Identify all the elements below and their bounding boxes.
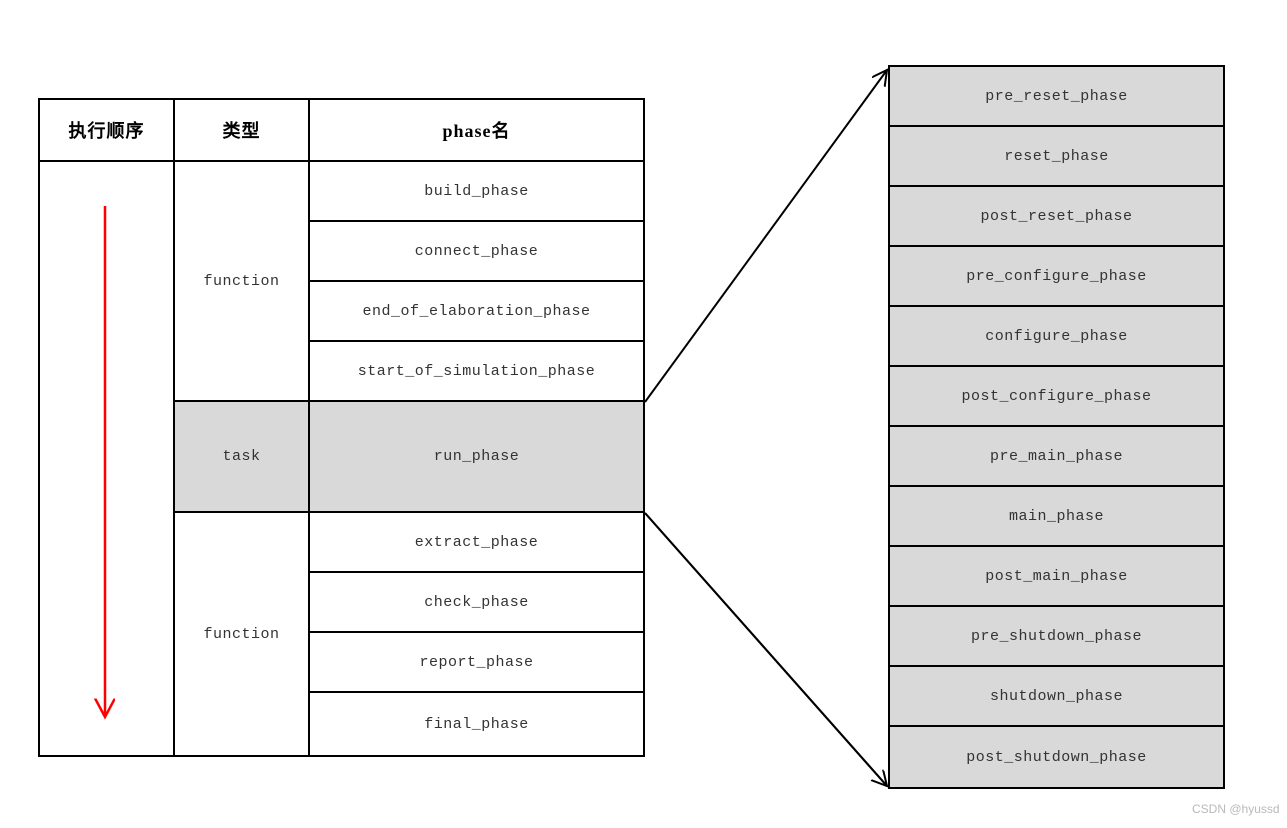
phase-cell-start-of-simulation: start_of_simulation_phase [310,342,643,402]
header-type: 类型 [175,100,310,162]
type-cell-task: task [175,402,310,513]
run-phase-to-list-bottom-arrow [644,512,888,787]
runtime-phase-pre-configure: pre_configure_phase [890,247,1223,307]
runtime-phase-pre-reset: pre_reset_phase [890,67,1223,127]
runtime-phase-post-reset: post_reset_phase [890,187,1223,247]
phase-cell-final: final_phase [424,715,529,733]
phase-cell-build: build_phase [310,162,643,222]
header-execution-order: 执行顺序 [40,100,175,162]
phase-cell-connect: connect_phase [310,222,643,282]
runtime-phase-configure: configure_phase [890,307,1223,367]
runtime-phase-list: pre_reset_phase reset_phase post_reset_p… [888,65,1225,789]
runtime-phase-main: main_phase [890,487,1223,547]
phase-cell-run: run_phase [310,402,643,513]
run-phase-to-list-top-arrow [644,70,887,403]
phase-cell-report: report_phase [310,633,643,693]
runtime-phase-shutdown: shutdown_phase [890,667,1223,727]
runtime-phase-pre-shutdown: pre_shutdown_phase [890,607,1223,667]
runtime-phase-post-configure: post_configure_phase [890,367,1223,427]
phase-cell-check: check_phase [310,573,643,633]
runtime-phase-post-main: post_main_phase [890,547,1223,607]
type-cell-function-top: function [175,162,310,402]
csdn-watermark: CSDN @hyussd [1192,802,1280,816]
runtime-phase-reset: reset_phase [890,127,1223,187]
phase-cell-extract: extract_phase [310,513,643,573]
type-cell-function-bottom: function [175,513,310,755]
run-phase-to-list-bottom-arrow-head [644,512,887,786]
phase-cell-end-of-elaboration: end_of_elaboration_phase [310,282,643,342]
execution-order-cell [40,162,175,755]
header-phase-name: phase名 [310,100,643,162]
runtime-phase-pre-main: pre_main_phase [890,427,1223,487]
phase-table: 执行顺序 类型 phase名 function task function bu… [38,98,645,757]
runtime-phase-post-shutdown: post_shutdown_phase [890,727,1223,787]
